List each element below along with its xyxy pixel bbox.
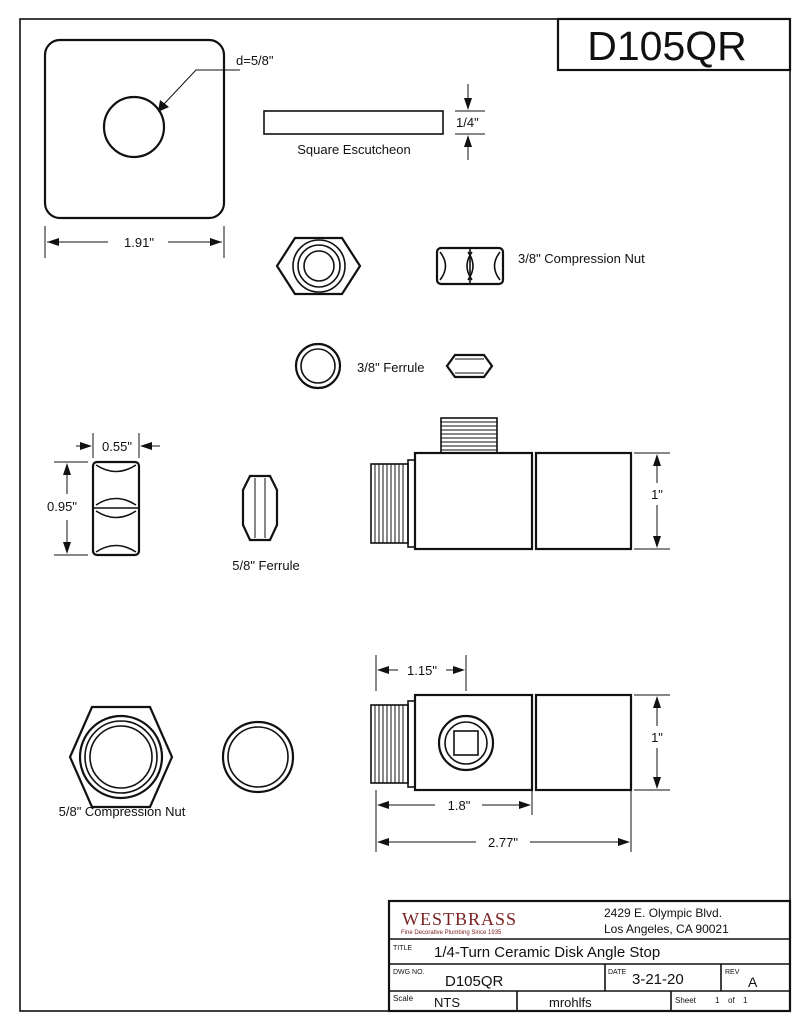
valve-body-front [370,417,633,551]
compression-nut-large-label: 5/8" Compression Nut [59,804,186,819]
company-tagline: Fine Decorative Plumbing Since 1935 [401,930,502,936]
title-label: TITLE [393,945,412,952]
body-height-side-dimension: 1" [634,694,670,791]
ferrule-large-label: 5/8" Ferrule [232,558,299,573]
body-height-front-label: 1" [651,487,663,502]
scale-value: NTS [434,995,460,1010]
title-block: WESTBRASS Fine Decorative Plumbing Since… [387,899,792,1013]
outlet-offset-dimension: 1.15" [375,655,467,691]
sheet-value: 1 [715,996,720,1005]
company-logo: WESTBRASS [402,909,517,929]
dwg-value: D105QR [445,973,504,990]
sheet-total: 1 [743,996,748,1005]
compression-nut-large-side [91,460,141,557]
scale-label: Scale [393,994,414,1003]
address-line1: 2429 E. Olympic Blvd. [604,906,722,920]
sheet-border [19,18,791,1012]
body-height-front-dimension: 1" [634,452,670,550]
rev-label: REV [725,969,740,976]
part-number-box: D105QR [556,17,792,72]
nut-height-dimension: 0.95" [47,461,88,556]
ferrule-small-side: 3/8" Ferrule [357,353,494,379]
sheet-label: Sheet [675,996,697,1005]
compression-nut-small-front [275,236,362,296]
dwg-label: DWG NO. [393,969,425,976]
ferrule-large-side: 5/8" Ferrule [232,474,300,573]
body-height-side-label: 1" [651,730,663,745]
sheet-of: of [728,996,735,1005]
overall-length-dimension: 2.77" [377,790,632,852]
body-length-label: 1.8" [448,798,471,813]
escutcheon-width-dimension: 1.91" [44,226,225,258]
overall-length-label: 2.77" [488,835,518,850]
diameter-label: d=5/8" [236,53,274,68]
rev-value: A [748,974,758,990]
valve-body-side [370,693,633,792]
drawn-by: mrohlfs [549,995,592,1010]
ferrule-small-label: 3/8" Ferrule [357,360,424,375]
nut-width-label: 0.55" [102,439,132,454]
nut-height-label: 0.95" [47,499,77,514]
title-value: 1/4-Turn Ceramic Disk Angle Stop [434,944,660,961]
outlet-offset-label: 1.15" [407,663,437,678]
date-label: DATE [608,969,626,976]
escutcheon-thickness-label: 1/4" [456,115,479,130]
escutcheon-name-label: Square Escutcheon [297,142,410,157]
ferrule-large-front [221,720,295,794]
date-value: 3-21-20 [632,971,684,988]
nut-width-dimension: 0.55" [76,433,160,458]
compression-nut-large-front: 5/8" Compression Nut [59,705,186,819]
body-length-dimension: 1.8" [375,790,533,852]
address-line2: Los Angeles, CA 90021 [604,922,729,936]
part-number: D105QR [587,23,747,69]
square-escutcheon-front: d=5/8" [43,38,274,220]
compression-nut-small-side: 3/8" Compression Nut [435,246,645,286]
escutcheon-width-label: 1.91" [124,235,154,250]
square-escutcheon-edge: Square Escutcheon 1/4" [263,84,485,160]
ferrule-small-front [294,342,342,390]
compression-nut-small-label: 3/8" Compression Nut [518,251,645,266]
